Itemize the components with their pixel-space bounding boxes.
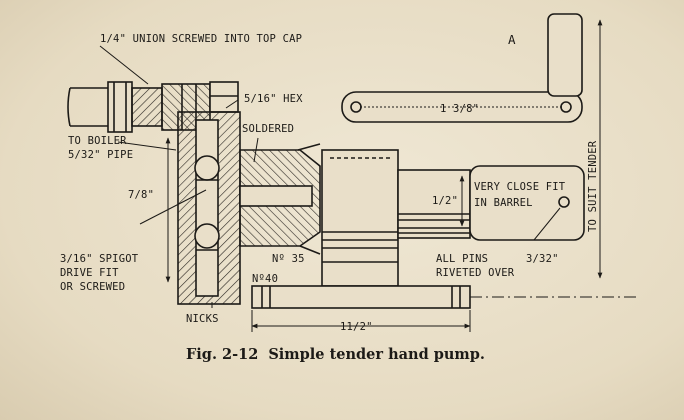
soldered-joint: [239, 143, 321, 255]
soldered-leader: [253, 137, 259, 163]
base-plate: [251, 285, 471, 309]
label-spigot: 3/16" SPIGOT: [60, 253, 139, 265]
figure-caption: Fig. 2-12 Simple tender hand pump.: [186, 346, 495, 363]
hex-leader: [225, 99, 239, 109]
handle-upright: [547, 13, 583, 97]
label-to-suit-tender: TO SUIT TENDER: [587, 140, 599, 232]
valve-body: [177, 111, 241, 305]
label-dim-1-1-2: 11/2": [340, 321, 373, 333]
pin-leader: [533, 207, 561, 241]
label-no35: Nº 35: [272, 253, 305, 265]
figure-number: Fig. 2-12: [186, 346, 259, 363]
spigot-leader: [139, 189, 207, 225]
figure-title: Simple tender hand pump.: [268, 346, 485, 363]
label-to-boiler: TO BOILER: [68, 135, 127, 147]
label-riveted-over: RIVETED OVER: [436, 267, 515, 279]
lower-valve-ball: [194, 223, 220, 249]
label-no40: Nº40: [252, 273, 278, 285]
label-soldered: SOLDERED: [242, 123, 294, 135]
label-dim-7-8: 7/8": [128, 189, 154, 201]
label-drive-fit: DRIVE FIT: [60, 267, 119, 279]
label-nicks: NICKS: [186, 313, 219, 325]
lever-pivot-pin: [558, 196, 570, 208]
label-all-pins: ALL PINS: [436, 253, 488, 265]
label-dim-1-2: 1/2": [432, 195, 458, 207]
label-dim-1-3-8: 1 3/8": [440, 103, 479, 115]
union-leader: [99, 45, 149, 85]
label-in-barrel: IN BARREL: [474, 197, 533, 209]
label-hex: 5/16" HEX: [244, 93, 303, 105]
pump-barrel: [321, 149, 399, 287]
hex-cap: [209, 81, 239, 113]
label-pipe: 5/32" PIPE: [68, 149, 133, 161]
boiler-pipe: [67, 81, 163, 133]
label-pin-size: 3/32": [526, 253, 559, 265]
label-or-screwed: OR SCREWED: [60, 281, 125, 293]
label-close-fit: VERY CLOSE FIT: [474, 181, 566, 193]
plunger: [397, 169, 471, 239]
lever-arm: [469, 165, 585, 241]
label-union: 1/4" UNION SCREWED INTO TOP CAP: [100, 33, 302, 45]
upper-valve-ball: [194, 155, 220, 181]
label-marker-a: A: [508, 32, 516, 47]
